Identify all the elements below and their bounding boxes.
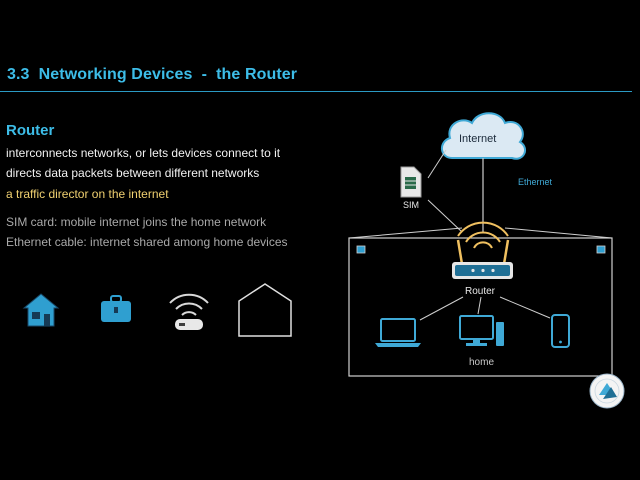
internet-cloud-icon (441, 112, 527, 160)
home-network-box (348, 237, 613, 377)
phone-link (499, 296, 551, 319)
router-antenna (456, 239, 464, 265)
house-icon (22, 292, 60, 328)
sim-router-link (427, 199, 463, 233)
ethernet-description: Ethernet cable: internet shared among ho… (6, 235, 288, 249)
ethernet-label: Ethernet (518, 177, 553, 187)
laptop-link (419, 296, 464, 321)
house-outline-icon (237, 282, 293, 338)
home-corner-marker (356, 245, 366, 254)
wifi-router-icon (164, 285, 214, 333)
home-corner-marker (596, 245, 606, 254)
definition-line-1: interconnects networks, or lets devices … (6, 146, 281, 160)
home-roof-left (348, 227, 463, 239)
slide-title: 3.3 Networking Devices - the Router (7, 66, 298, 83)
title-divider (0, 91, 632, 92)
institution-logo (589, 373, 625, 409)
briefcase-icon (99, 294, 133, 324)
desktop-link (477, 296, 482, 315)
home-roof-right (504, 227, 613, 239)
sim-description: SIM card: mobile internet joins the home… (6, 215, 267, 229)
router-antenna (502, 239, 510, 265)
highlight-line: a traffic director on the internet (6, 187, 169, 201)
desktop-computer-icon (459, 315, 504, 346)
definition-line-2: directs data packets between different n… (6, 166, 260, 180)
home-label: home (469, 357, 495, 368)
section-heading: Router (6, 122, 55, 139)
router-signal-icon (457, 221, 509, 249)
smartphone-icon (551, 314, 570, 348)
router-device-icon (452, 262, 513, 279)
router-label: Router (465, 286, 496, 297)
internet-label: Internet (459, 133, 497, 145)
sim-internet-link (427, 149, 447, 179)
laptop-icon (375, 318, 421, 347)
sim-label: SIM (403, 200, 420, 210)
sim-card-icon (400, 166, 422, 198)
